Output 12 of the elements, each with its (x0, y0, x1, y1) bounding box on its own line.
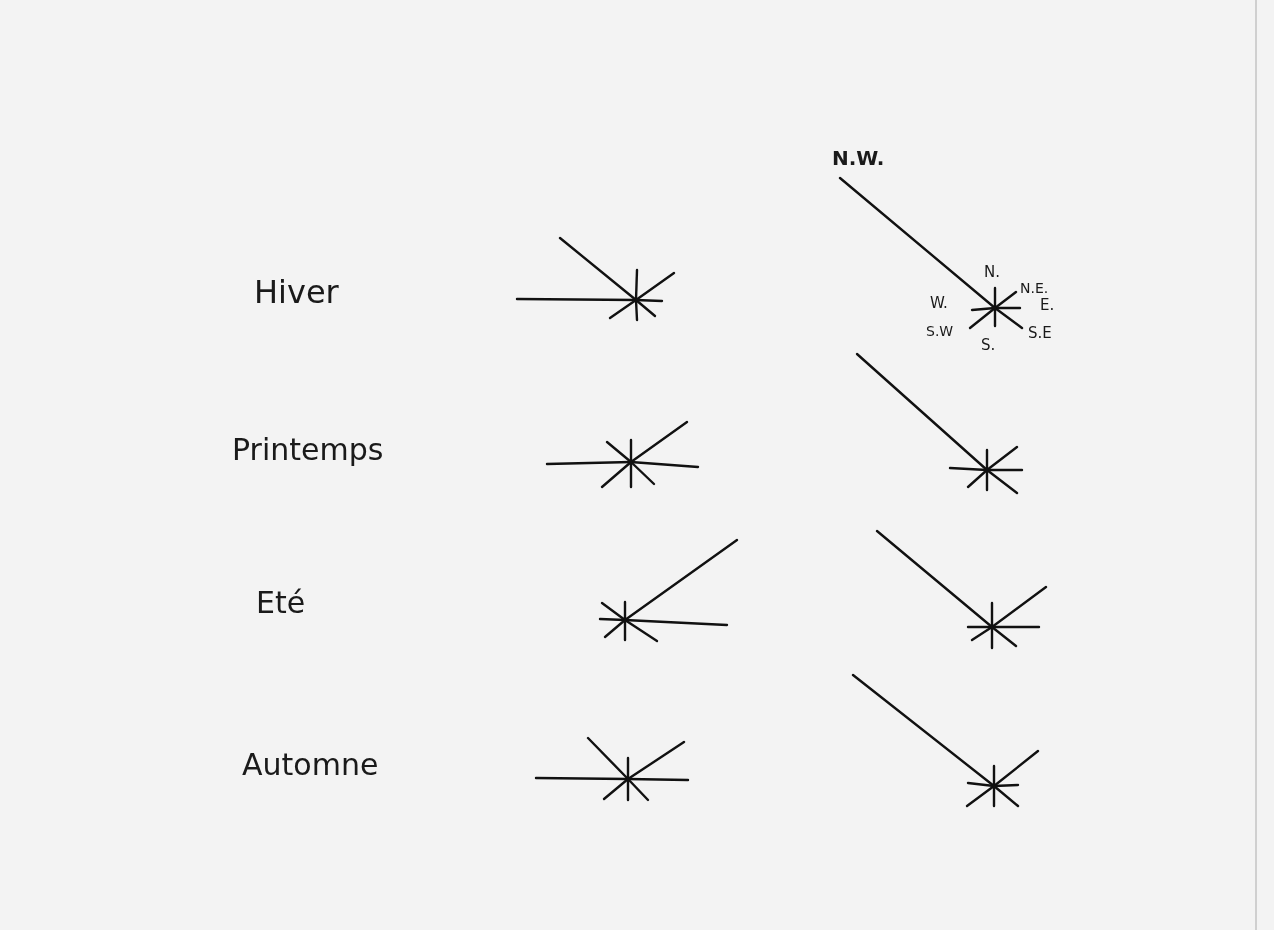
season-label: Hiver (254, 276, 339, 308)
direction-label: S.E (1028, 326, 1052, 341)
direction-label: E. (1040, 298, 1055, 313)
direction-label: N. (984, 265, 1000, 280)
direction-label: S. (981, 338, 996, 353)
direction-label: W. (930, 296, 948, 311)
direction-label: N.E. (1020, 281, 1049, 295)
season-label: Eté (256, 588, 306, 618)
direction-label: S.W (926, 324, 954, 338)
season-label: Automne (242, 750, 379, 780)
season-label: Printemps (232, 435, 384, 465)
direction-label: N.W. (832, 148, 885, 168)
